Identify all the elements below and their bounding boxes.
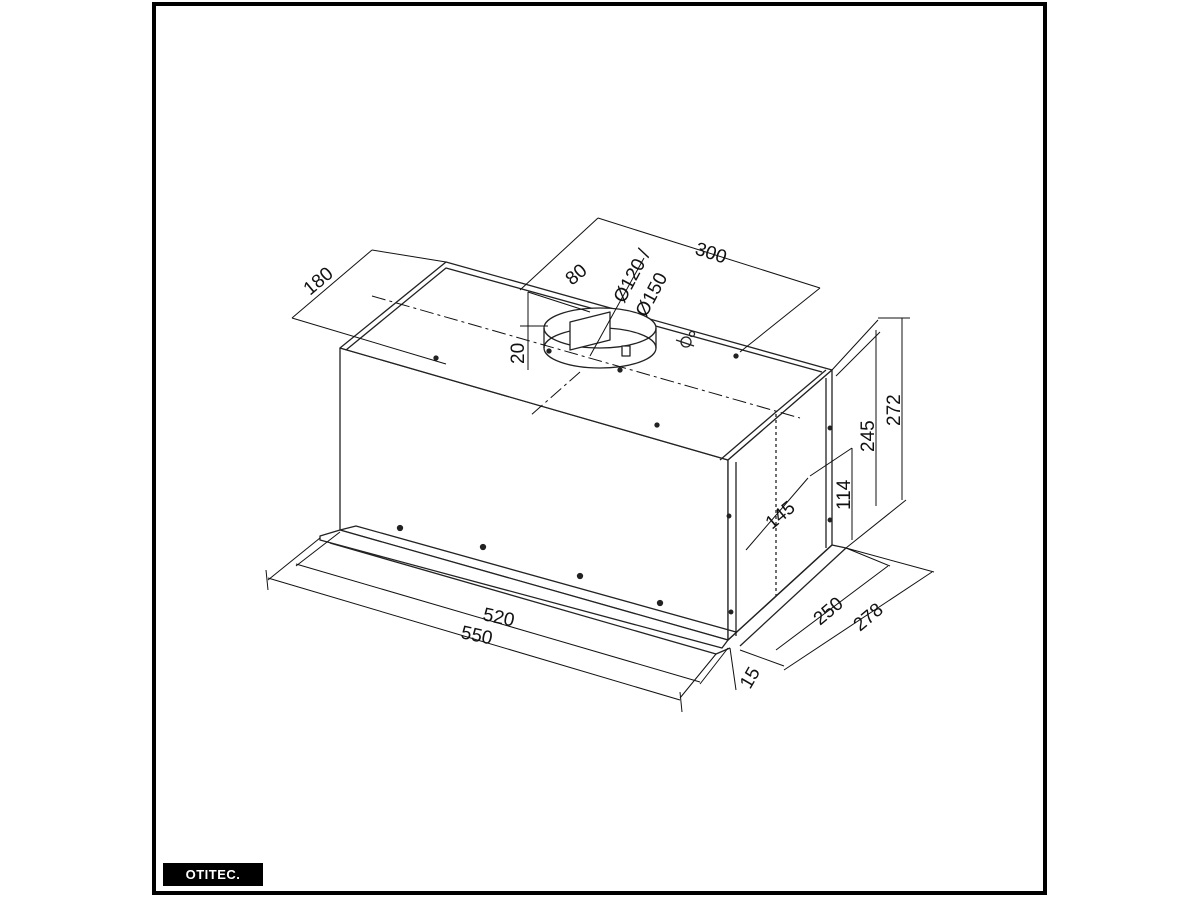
dim-114-label: 114 [834, 479, 855, 510]
hood-bottom-tray [319, 529, 729, 649]
dim-300-label: 300 [692, 239, 729, 269]
outlet-collar [543, 307, 657, 369]
dim-80-label: 80 [562, 260, 592, 290]
dim-245-label: 245 [858, 420, 879, 452]
dim-272-label: 272 [884, 394, 905, 426]
brand-logo: OTITEC. [163, 863, 263, 886]
dim-180-label: 180 [300, 263, 338, 299]
dim-250-label: 250 [810, 593, 848, 629]
dim-20-label: 20 [508, 343, 529, 364]
dim-15-label: 15 [736, 664, 765, 693]
damper-knob [675, 330, 696, 348]
